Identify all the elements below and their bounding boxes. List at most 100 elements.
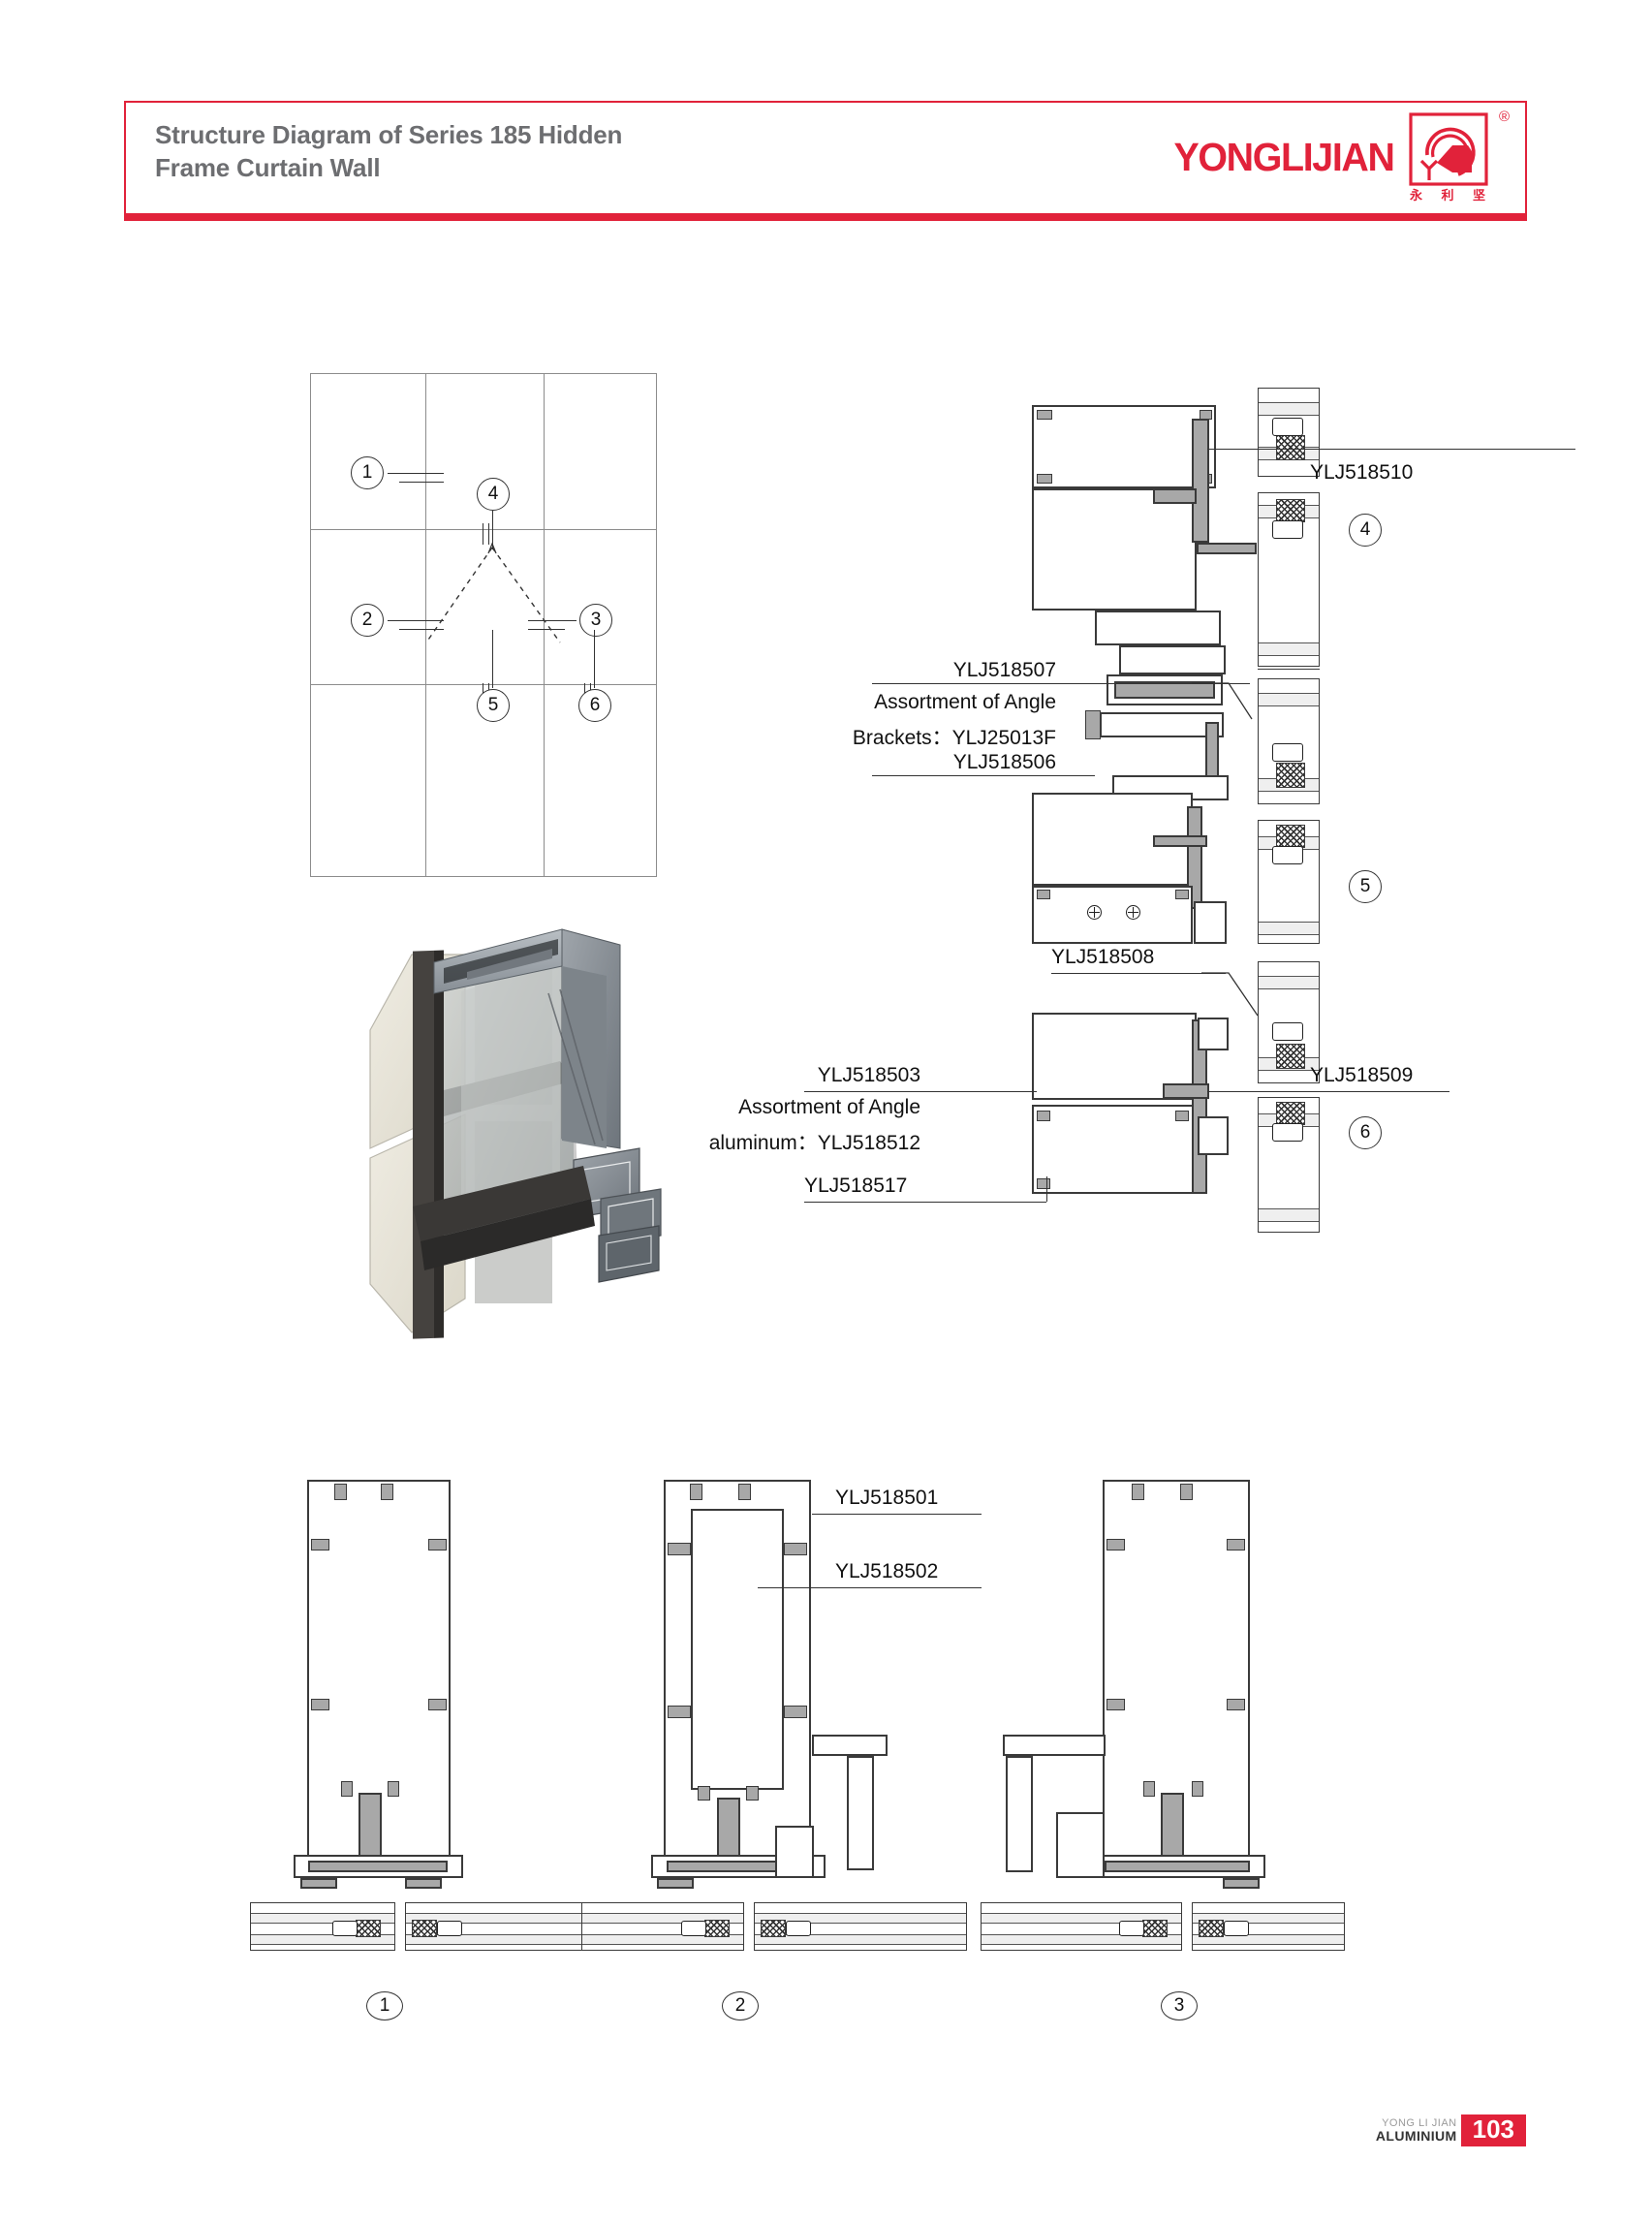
elevation-callout-1[interactable]: 1 xyxy=(351,456,384,489)
profile2-adapter-foot xyxy=(775,1826,814,1878)
leader-ylj518509 xyxy=(1207,1091,1449,1092)
igu-pane-outer xyxy=(406,1913,612,1924)
detail4-igu-lower xyxy=(1258,492,1320,667)
elevation-callout-3[interactable]: 3 xyxy=(579,604,612,637)
profile1-lug-l2 xyxy=(311,1699,329,1710)
igu-pane-outer xyxy=(1259,976,1319,989)
igu-spacer xyxy=(412,1920,437,1937)
leader-ylj518517-v xyxy=(1046,1176,1047,1202)
detail4-bracket-upper xyxy=(1095,611,1221,645)
profile-callout-2[interactable]: 2 xyxy=(722,1991,759,2020)
profile1-lug-r1 xyxy=(428,1539,447,1551)
igu-gasket xyxy=(1272,1123,1303,1142)
profile2-web xyxy=(717,1798,740,1858)
profile1-lug-b1 xyxy=(341,1781,353,1797)
detail6-igu-upper xyxy=(1258,961,1320,1083)
leader-1a xyxy=(388,473,444,474)
leader-1b xyxy=(399,482,444,483)
igu-spacer xyxy=(1276,499,1305,522)
label-assortment-alum-line1: Assortment of Angle xyxy=(738,1096,920,1118)
profile2-lug-t2 xyxy=(738,1484,751,1500)
elevation-callout-4[interactable]: 4 xyxy=(477,478,510,511)
igu-pane-outer xyxy=(982,1913,1181,1924)
igu-pane-outer xyxy=(1259,693,1319,706)
grid-mullion-left xyxy=(425,374,427,876)
igu-pane-inner xyxy=(1193,1934,1344,1945)
profile2-foot-l xyxy=(657,1878,694,1889)
elevation-callout-5[interactable]: 5 xyxy=(477,689,510,722)
detail5-rib xyxy=(1153,835,1207,847)
leader-ylj518501 xyxy=(812,1514,982,1515)
detail6-igu-lower xyxy=(1258,1097,1320,1233)
igu-pane-inner xyxy=(1259,642,1319,656)
leader-6-stem xyxy=(594,630,595,688)
detail6-lug-b xyxy=(1175,1111,1189,1121)
label-ylj518509: YLJ518509 xyxy=(1310,1064,1414,1086)
detail4-rib-a xyxy=(1153,488,1197,504)
label-ylj518501: YLJ518501 xyxy=(835,1487,939,1509)
leader-ylj518507-elbow xyxy=(1192,682,1253,720)
profile1-lug-t1 xyxy=(334,1484,347,1500)
profile2-igu-left xyxy=(581,1902,744,1951)
elevation-callout-2[interactable]: 2 xyxy=(351,604,384,637)
detail5-igu-upper xyxy=(1258,678,1320,804)
profile3-web xyxy=(1161,1793,1184,1859)
leader-ylj518517-h xyxy=(804,1202,1046,1203)
igu-gasket xyxy=(1224,1921,1249,1936)
label-assortment-brackets-line1: Assortment of Angle xyxy=(874,691,1056,713)
brand-logo-icon: ® 永 利 坚 xyxy=(1408,109,1510,204)
igu-spacer xyxy=(1276,1044,1305,1069)
section-callout-5[interactable]: 5 xyxy=(1349,870,1382,903)
profile2-lug-b2 xyxy=(746,1786,759,1801)
page-title: Structure Diagram of Series 185 Hidden F… xyxy=(155,118,891,185)
igu-pane-inner xyxy=(406,1934,612,1945)
detail4-lug-c xyxy=(1037,474,1052,484)
grid-mullion-right xyxy=(544,374,545,876)
elevation-callout-6[interactable]: 6 xyxy=(578,689,611,722)
igu-gasket xyxy=(786,1921,811,1936)
igu-pane-outer xyxy=(1193,1913,1344,1924)
profile2-adapter-top xyxy=(812,1735,888,1756)
profile3-foot-r xyxy=(1223,1878,1260,1889)
igu-pane-inner xyxy=(1259,1208,1319,1222)
grid-transom-lower xyxy=(311,684,656,686)
detail4-bracket-mid xyxy=(1119,645,1226,674)
section-callout-4[interactable]: 4 xyxy=(1349,514,1382,547)
grid-transom-upper xyxy=(311,529,656,531)
leader-3a xyxy=(528,620,577,621)
profile3-lug-r1 xyxy=(1227,1539,1245,1551)
header-accent-rule xyxy=(124,213,1527,221)
leader-3b xyxy=(528,629,565,630)
profile1-lug-t2 xyxy=(381,1484,393,1500)
igu-gasket xyxy=(1272,418,1303,436)
page-title-line2: Frame Curtain Wall xyxy=(155,153,381,183)
detail5-igu-lower xyxy=(1258,820,1320,944)
brand-chinese-name: 永 利 坚 xyxy=(1410,185,1485,204)
detail6-top-clip xyxy=(1198,1018,1229,1050)
detail4-igu-upper xyxy=(1258,388,1320,477)
profile-callout-3[interactable]: 3 xyxy=(1161,1991,1198,2020)
detail4-pressure-plate xyxy=(1192,419,1209,543)
detail5-angle-heel xyxy=(1085,710,1101,739)
profile1-igu-right xyxy=(405,1902,613,1951)
igu-gasket xyxy=(681,1921,706,1936)
profile3-igu-left xyxy=(981,1902,1182,1951)
label-ylj518510: YLJ518510 xyxy=(1310,461,1414,484)
detail6-lug-c xyxy=(1037,1178,1050,1189)
profile3-adapter-top xyxy=(1003,1735,1106,1756)
profile3-lug-b1 xyxy=(1143,1781,1155,1797)
section-callout-6[interactable]: 6 xyxy=(1349,1116,1382,1149)
igu-gasket xyxy=(1272,520,1303,539)
detail5-screw-channel xyxy=(1032,886,1193,944)
profile1-igu-left xyxy=(250,1902,395,1951)
profile-callout-1[interactable]: 1 xyxy=(366,1991,403,2020)
label-ylj518502: YLJ518502 xyxy=(835,1560,939,1582)
brand-cn-char-2: 利 xyxy=(1441,189,1454,204)
profile3-base-fill xyxy=(1105,1861,1250,1872)
screw-icon xyxy=(1087,905,1102,920)
leader-ylj518508 xyxy=(1051,973,1226,974)
igu-gasket xyxy=(1272,743,1303,762)
brand-cn-char-3: 坚 xyxy=(1472,189,1485,204)
profile2-igu-right xyxy=(754,1902,967,1951)
page-number: 103 xyxy=(1460,2114,1526,2146)
